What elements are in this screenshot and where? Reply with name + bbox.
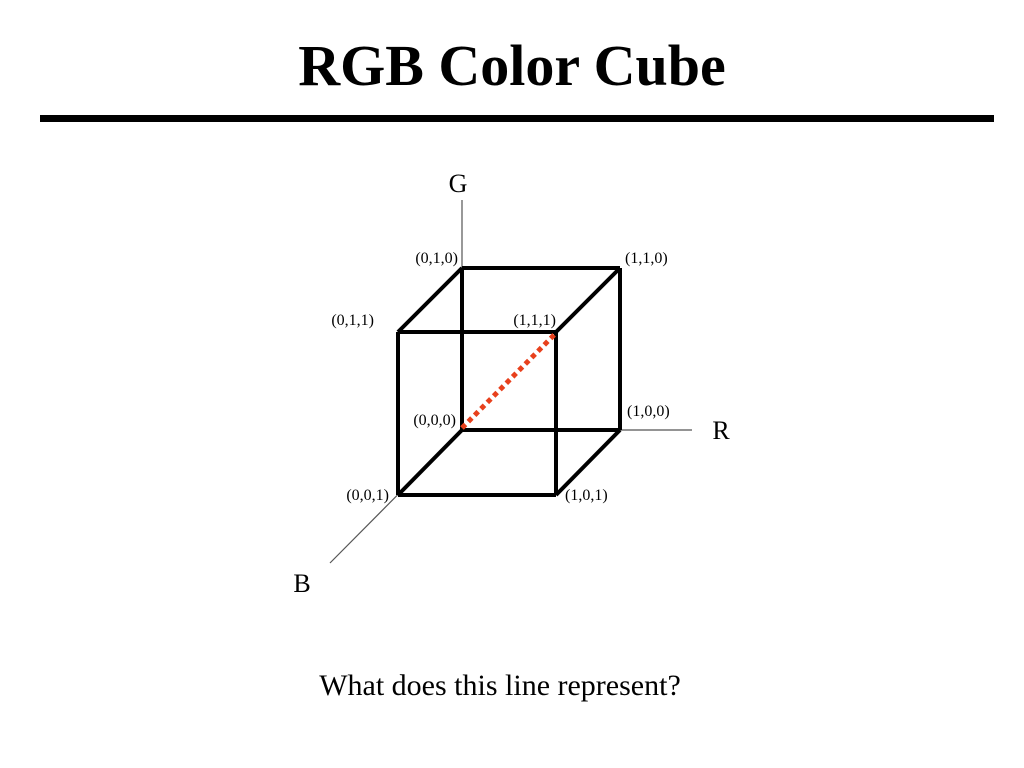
title-divider — [40, 115, 994, 122]
vertex-label-010: (0,1,0) — [415, 250, 458, 267]
vertex-label-001: (0,0,1) — [346, 487, 389, 504]
cube-edge — [396, 428, 464, 497]
cube-edge — [554, 428, 622, 497]
b-axis-label: B — [293, 569, 310, 598]
vertex-label-011: (0,1,1) — [331, 312, 374, 329]
g-axis-label: G — [449, 169, 468, 198]
cube-edge — [554, 266, 622, 334]
vertex-label-000: (0,0,0) — [413, 412, 456, 429]
question-text: What does this line represent? — [319, 669, 681, 702]
vertex-label-110: (1,1,0) — [625, 250, 668, 267]
vertex-label-111: (1,1,1) — [513, 312, 556, 329]
cube-edge — [396, 266, 464, 334]
vertex-label-101: (1,0,1) — [565, 487, 608, 504]
grayscale-diagonal — [460, 331, 558, 430]
r-axis-label: R — [712, 416, 730, 445]
slide-title: RGB Color Cube — [298, 33, 726, 98]
vertex-label-100: (1,0,0) — [627, 403, 670, 420]
